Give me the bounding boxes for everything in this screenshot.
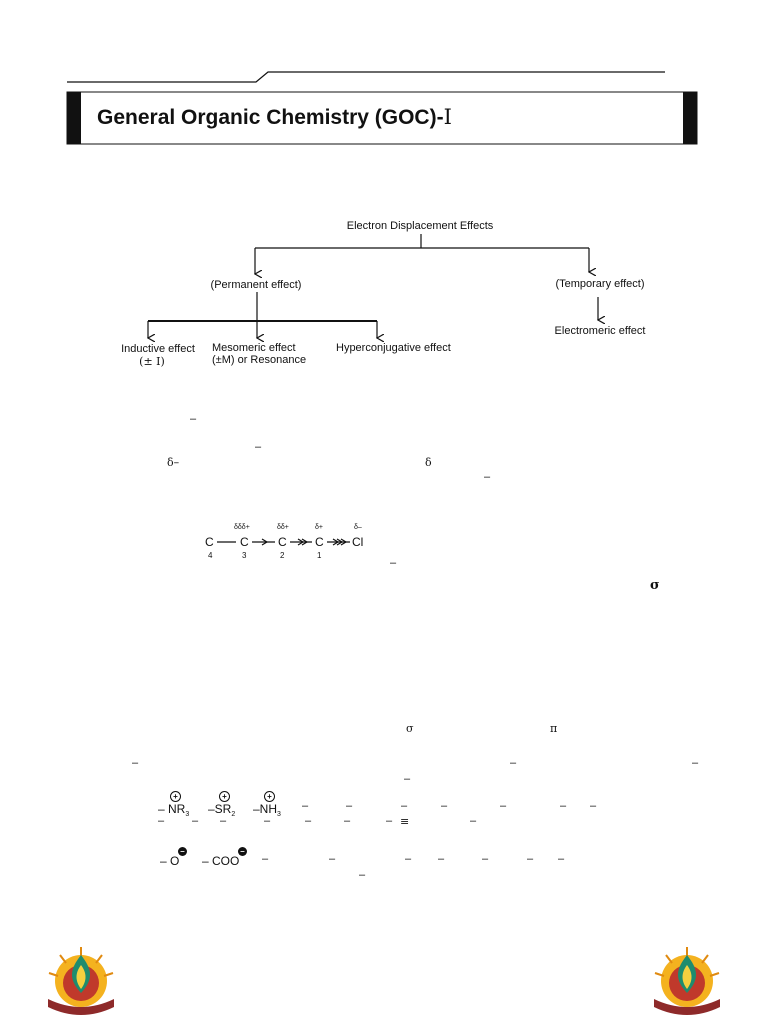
dash-fragment: – <box>500 800 507 812</box>
node-permanent-effect: (Permanent effect) <box>210 279 302 291</box>
dash-fragment: – <box>262 853 269 865</box>
dash-fragment: – <box>386 815 393 827</box>
dash-fragment: – <box>405 853 412 865</box>
group-coo-minus: – COO <box>202 854 240 868</box>
dash-fragment: – <box>560 800 567 812</box>
dash-fragment: – <box>346 800 353 812</box>
chain-charge-cl: δ– <box>354 524 362 531</box>
sigma-symbol: σ <box>406 722 414 735</box>
chain-number-3: 3 <box>242 551 247 560</box>
dash-fragment: – <box>390 557 397 569</box>
dash-fragment: – <box>470 815 477 827</box>
chain-number-2: 2 <box>280 551 285 560</box>
dash-fragment: – <box>484 471 491 483</box>
dash-fragment: – <box>692 757 699 769</box>
group-o-minus: – O <box>160 854 180 868</box>
delta-fragment: δ <box>425 456 432 469</box>
sigma-symbol: σ <box>650 578 660 593</box>
pi-symbol: π <box>550 722 558 735</box>
dash-fragment: – <box>255 441 262 453</box>
header-rule <box>66 71 698 145</box>
dash-fragment: – <box>190 413 197 425</box>
node-hyperconjugative-effect: Hyperconjugative effect <box>336 342 451 354</box>
dash-fragment: – <box>441 800 448 812</box>
page-title: General Organic Chemistry (GOC)-I <box>97 105 452 129</box>
carbon-chain-bonds <box>217 538 350 546</box>
dash-fragment: – <box>192 815 199 827</box>
chain-charge-c3: δδδ+ <box>234 524 250 531</box>
chain-atom-c4: C <box>205 535 214 549</box>
chain-charge-c1: δ+ <box>315 524 323 531</box>
dash-fragment: – <box>132 757 139 769</box>
node-inductive-effect: Inductive effect (± I) <box>121 343 195 368</box>
chain-atom-c2: C <box>278 535 287 549</box>
node-mesomeric-effect: Mesomeric effect (±M) or Resonance <box>212 342 307 366</box>
dash-fragment: – <box>401 800 408 812</box>
dash-fragment: – <box>158 815 165 827</box>
dash-fragment: – <box>359 869 366 881</box>
delta-minus-fragment: δ– <box>167 456 180 469</box>
group-nh3: –NH3 <box>253 802 281 818</box>
positive-charge-icon: + <box>219 791 230 802</box>
positive-charge-icon: + <box>170 791 181 802</box>
dash-fragment: – <box>482 853 489 865</box>
chain-atom-c3: C <box>240 535 249 549</box>
effects-tree-lines <box>0 234 768 400</box>
positive-charge-icon: + <box>264 791 275 802</box>
institute-logo-left <box>48 947 114 1015</box>
node-electron-displacement: Electron Displacement Effects <box>346 220 494 232</box>
dash-fragment: – <box>329 853 336 865</box>
node-electromeric-effect: Electromeric effect <box>554 325 646 337</box>
dash-fragment: – <box>220 815 227 827</box>
dash-fragment: – <box>302 800 309 812</box>
dash-fragment: – <box>558 853 565 865</box>
triple-bond-symbol: ≡ <box>400 815 410 828</box>
dash-fragment: – <box>404 773 411 785</box>
chain-number-1: 1 <box>317 551 322 560</box>
institute-logo-right <box>654 947 720 1015</box>
group-nr3: – NR3 <box>158 802 190 818</box>
dash-fragment: – <box>527 853 534 865</box>
chain-atom-cl: Cl <box>352 535 364 549</box>
negative-charge-icon: – <box>238 847 247 856</box>
chain-charge-c2: δδ+ <box>277 524 289 531</box>
dash-fragment: – <box>438 853 445 865</box>
dash-fragment: – <box>264 815 271 827</box>
chain-atom-c1: C <box>315 535 324 549</box>
chain-number-4: 4 <box>208 551 213 560</box>
negative-charge-icon: – <box>178 847 187 856</box>
group-sr2: –SR2 <box>208 802 236 818</box>
dash-fragment: – <box>344 815 351 827</box>
dash-fragment: – <box>305 815 312 827</box>
dash-fragment: – <box>590 800 597 812</box>
dash-fragment: – <box>510 757 517 769</box>
node-temporary-effect: (Temporary effect) <box>555 278 645 290</box>
